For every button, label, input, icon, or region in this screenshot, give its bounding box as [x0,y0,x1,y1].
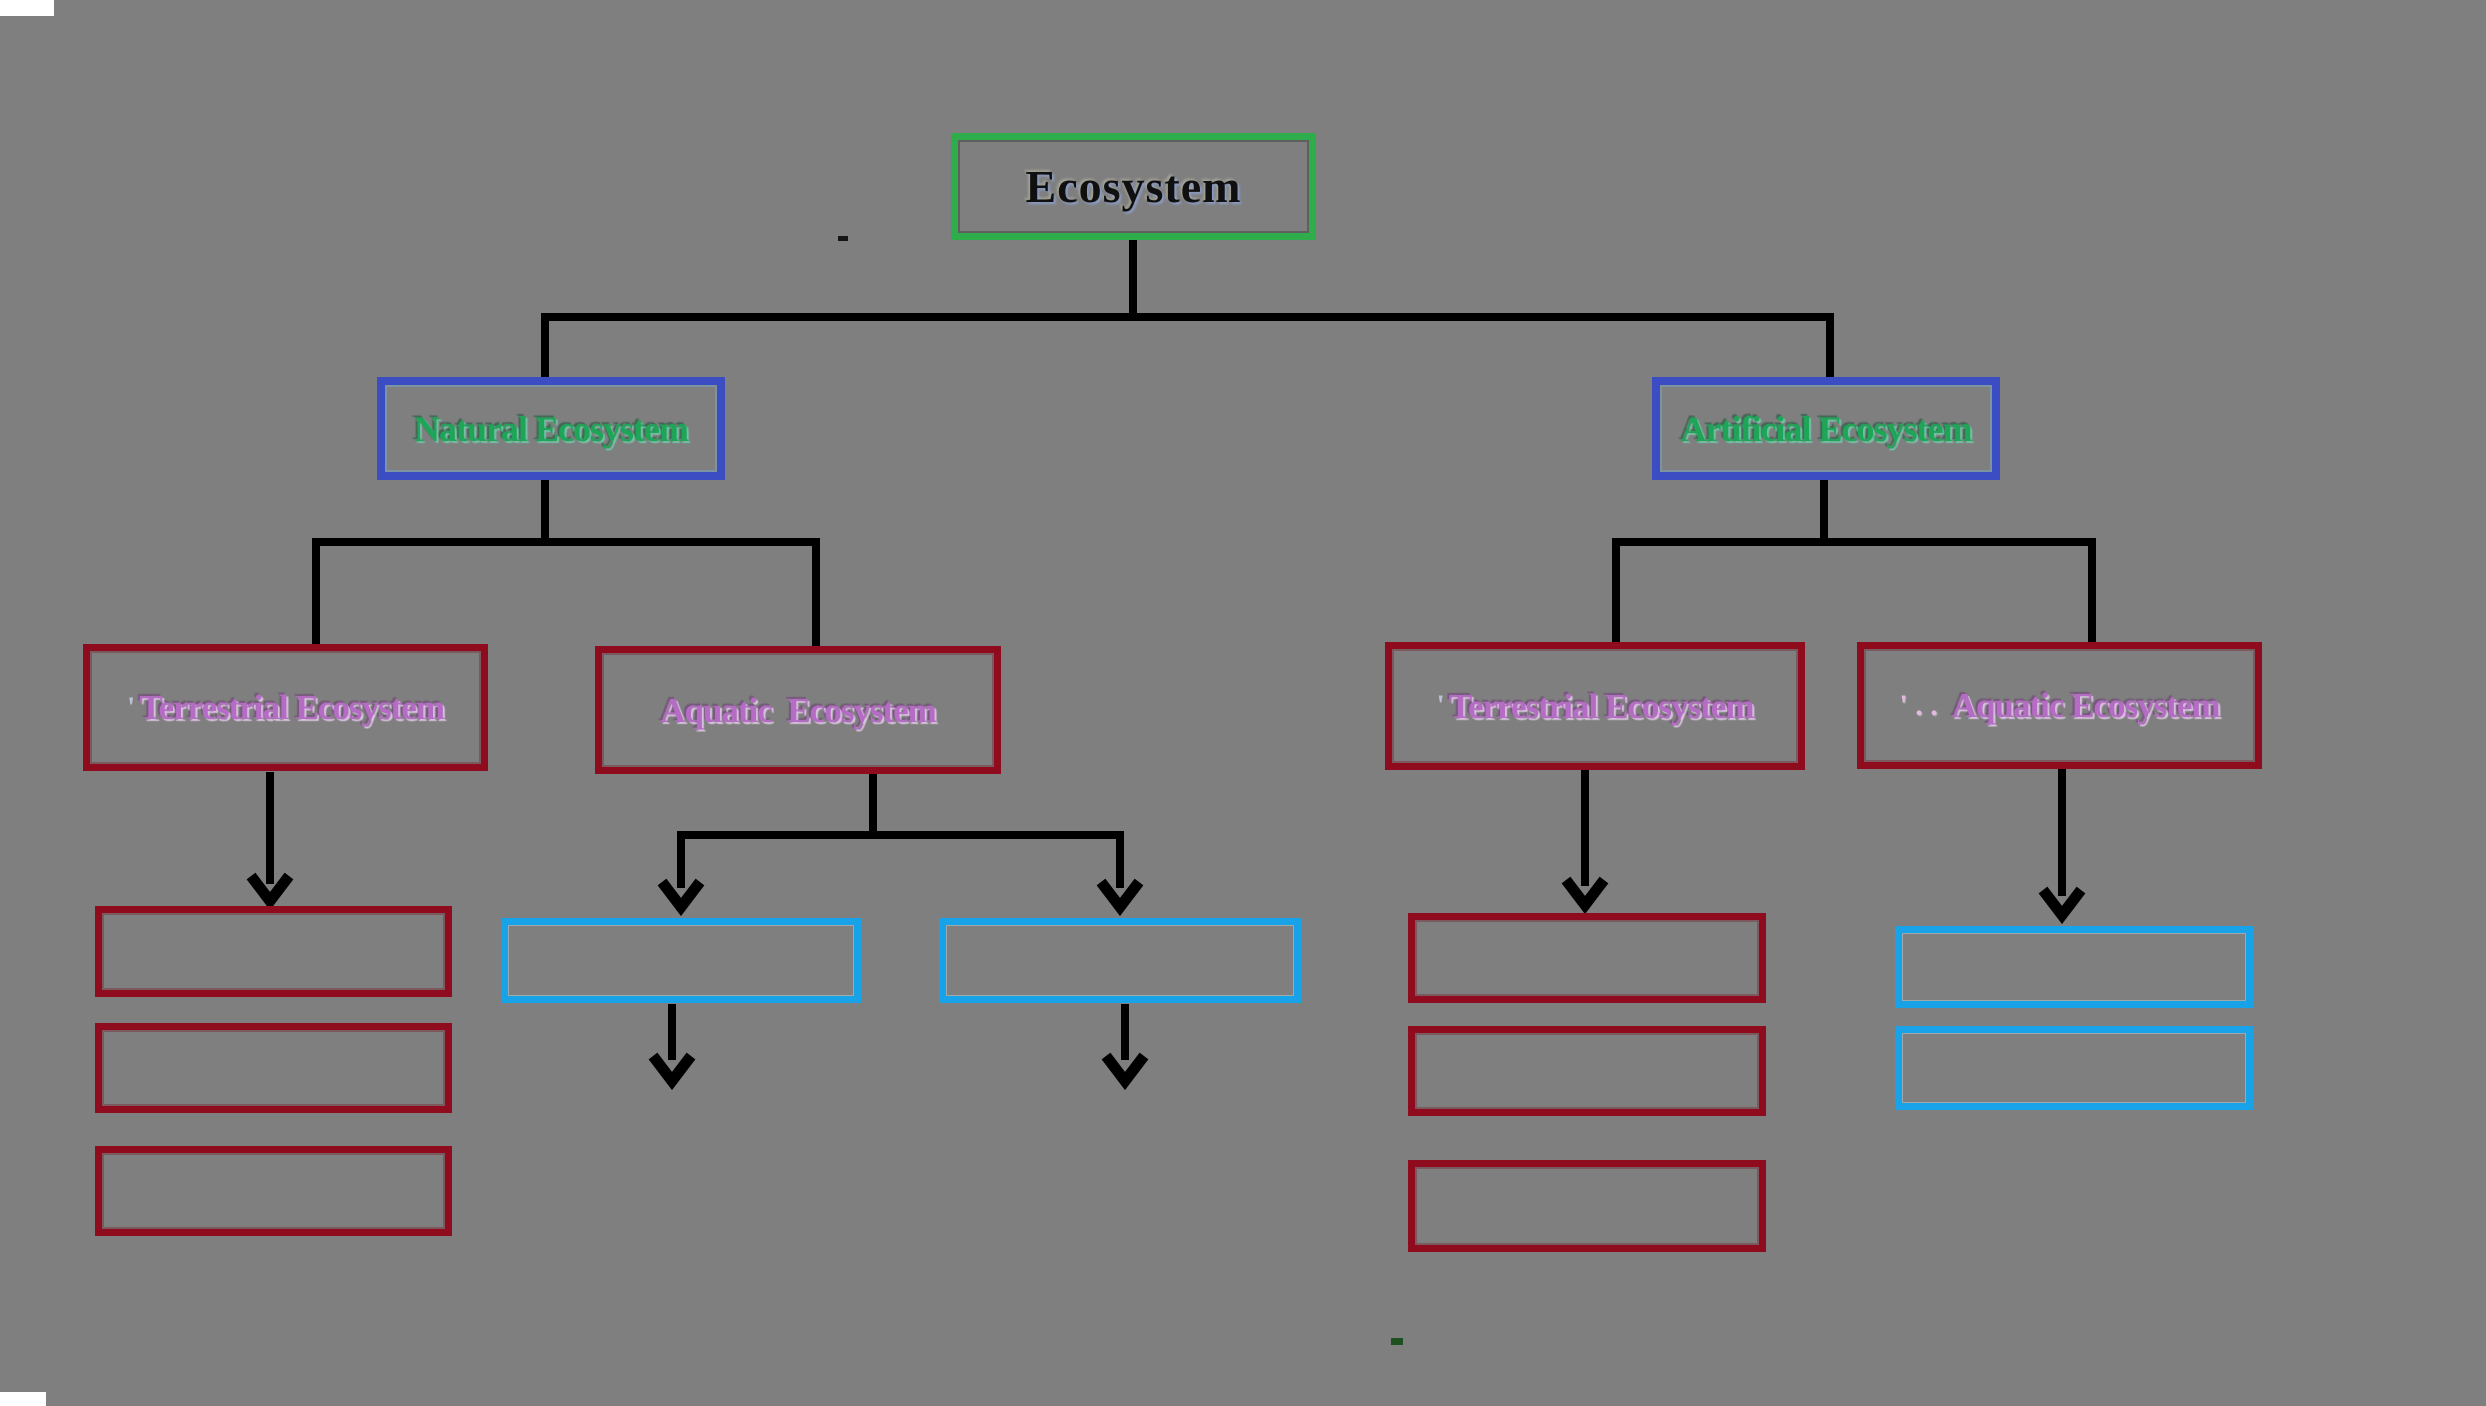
stray-marks: ' . . [1899,688,1938,722]
node-aquatic-left-label: Aquatic Ecosystem [660,690,937,730]
node-natural-label: Natural Ecosystem [414,408,689,449]
stray-marks: ' [1436,689,1445,722]
node-ecosystem: Ecosystem [951,133,1316,240]
node-natural-ecosystem: Natural Ecosystem [377,377,725,480]
arrow-aquatic-right-head [2038,886,2086,925]
placeholder-box-red-left-3 [95,1146,452,1236]
placeholder-box-cyan-right-1 [1895,926,2253,1008]
placeholder-box-cyan-left-2 [939,918,1301,1003]
stray-dash-artifact-top [838,236,848,241]
node-artificial-label: Artificial Ecosystem [1680,408,1973,449]
arrow-below-cyan-left1-head [648,1052,696,1091]
node-terrestrial-ecosystem-right: ' Terrestrial Ecosystem [1385,642,1805,770]
arrow-terrestrial-left-head [246,872,294,911]
arrow-cyan-left1-head [657,878,705,917]
arrow-cyan-left2-head [1096,878,1144,917]
placeholder-box-red-right-3 [1408,1160,1766,1252]
stray-marks: ' [127,690,136,724]
placeholder-box-red-left-1 [95,906,452,997]
arrow-terrestrial-right-head [1561,876,1609,915]
node-aquatic-right-label: Aquatic Ecosystem [1951,686,2221,725]
placeholder-box-red-right-1 [1408,913,1766,1003]
node-aquatic-ecosystem-left: Aquatic Ecosystem [595,646,1001,774]
white-corner-top-left [0,0,54,16]
arrow-below-cyan-left2-head [1101,1052,1149,1091]
placeholder-box-red-right-2 [1408,1026,1766,1116]
placeholder-box-red-left-2 [95,1023,452,1113]
node-ecosystem-label: Ecosystem [1025,160,1242,212]
node-artificial-ecosystem: Artificial Ecosystem [1652,377,2000,480]
placeholder-box-cyan-right-2 [1895,1026,2253,1110]
node-terrestrial-ecosystem-left: ' Terrestrial Ecosystem [83,644,488,771]
node-aquatic-ecosystem-right: ' . . Aquatic Ecosystem [1857,642,2262,769]
stray-dash-artifact-bottom [1391,1338,1403,1345]
placeholder-box-cyan-left-1 [501,918,861,1003]
node-terrestrial-left-label: Terrestrial Ecosystem [139,688,445,727]
white-corner-bottom-left [0,1392,46,1406]
node-terrestrial-right-label: Terrestrial Ecosystem [1448,686,1755,726]
